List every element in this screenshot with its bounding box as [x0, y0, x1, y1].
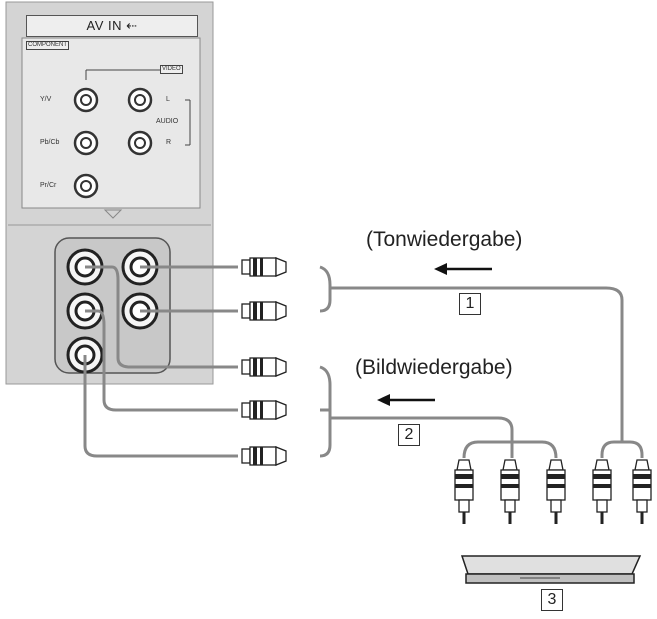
video-plug-y: [241, 357, 287, 377]
jack-audio-l: [127, 87, 153, 113]
label-audio: AUDIO: [156, 118, 179, 125]
jack-pr: [73, 173, 99, 199]
callout-video-cable: 2: [398, 424, 420, 446]
label-pr: Pr/Cr: [40, 182, 57, 189]
component-tag: COMPONENT: [26, 41, 69, 50]
sound-annotation: (Tonwiedergabe): [366, 228, 523, 251]
video-plug-pb: [241, 400, 287, 420]
label-l: L: [166, 96, 170, 103]
panel-title: AV IN ⇠: [26, 15, 198, 37]
callout-audio-cable: 1: [459, 293, 481, 315]
picture-annotation: (Bildwiedergabe): [355, 356, 513, 379]
audio-plug-left: [241, 257, 287, 277]
label-y: Y/V: [40, 96, 52, 103]
callout-player: 3: [541, 589, 563, 611]
jack-y: [73, 87, 99, 113]
player-audio-plug-2: [631, 458, 653, 526]
video-direction-arrow: [377, 394, 435, 406]
jack-pb: [73, 130, 99, 156]
audio-direction-arrow: [434, 263, 492, 275]
player-video-plug-3: [545, 458, 567, 526]
video-tag: VIDEO: [160, 65, 183, 74]
video-cable-wires: [83, 265, 558, 459]
audio-cable-wires: [140, 265, 644, 458]
label-r: R: [166, 139, 172, 146]
video-plug-pr: [241, 446, 287, 466]
jack-audio-r: [127, 130, 153, 156]
player-device: [460, 555, 642, 584]
player-audio-plug-1: [591, 458, 613, 526]
player-video-plug-2: [499, 458, 521, 526]
input-icon: ⇠: [126, 18, 138, 33]
label-pb: Pb/Cb: [40, 139, 60, 146]
audio-plug-right: [241, 301, 287, 321]
player-video-plug-1: [453, 458, 475, 526]
